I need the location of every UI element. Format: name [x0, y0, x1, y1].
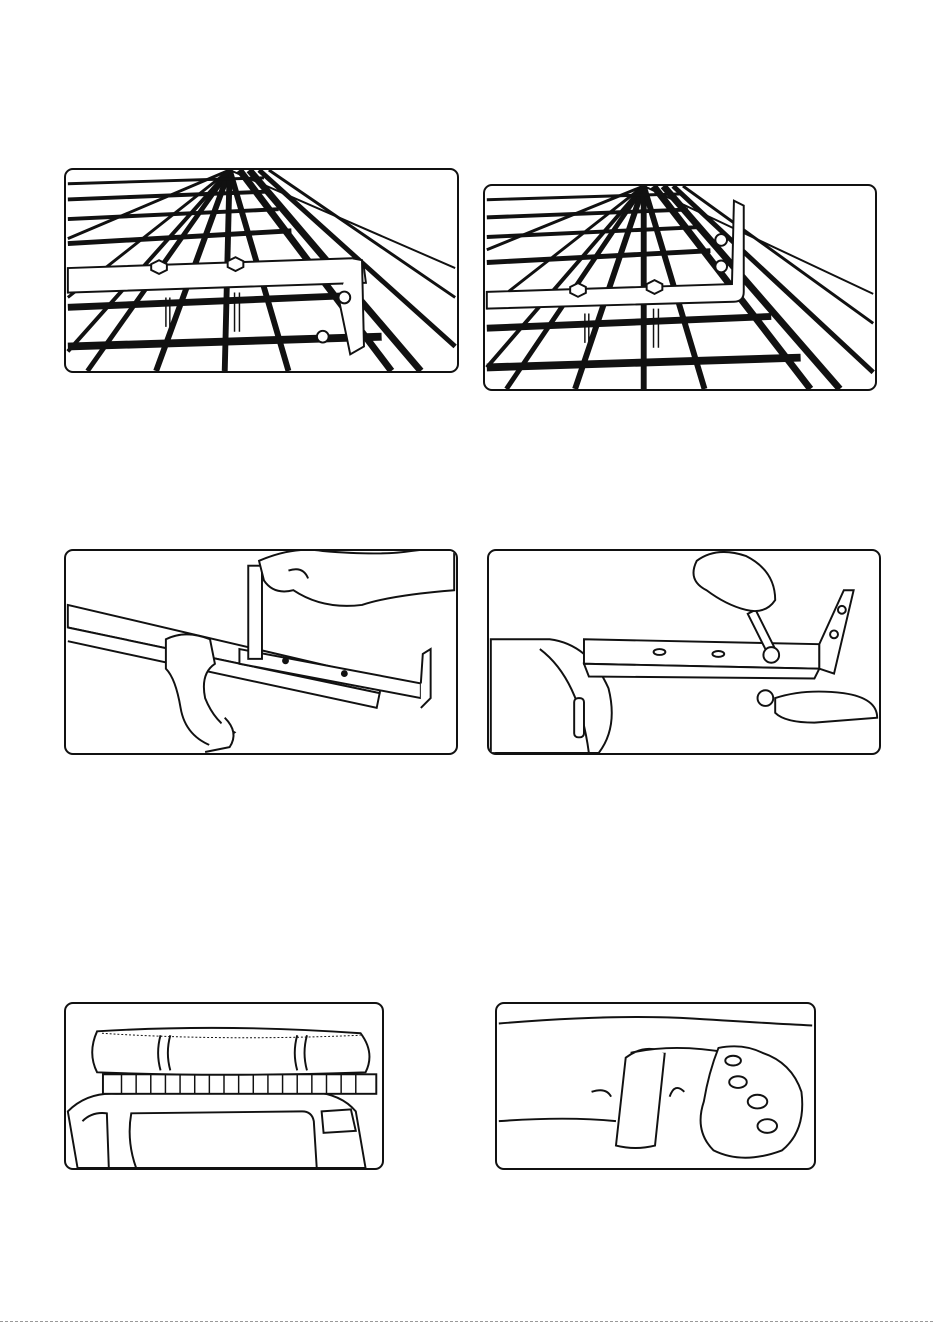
strap-hand-illustration: [497, 1004, 814, 1168]
allen-key-crossbar-illustration: [66, 551, 456, 753]
figure-2-rack-bracket-upright: [483, 184, 877, 391]
figure-6-strap-hand: [495, 1002, 816, 1170]
figure-5-car-roof-bag: [64, 1002, 384, 1170]
car-roof-bag-illustration: [66, 1004, 382, 1168]
figure-3-allen-key-crossbar: [64, 549, 458, 755]
figure-4-spanner-bracket: [487, 549, 881, 755]
rack-grid-bracket-upright-illustration: [485, 186, 875, 389]
rack-grid-bracket-illustration: [66, 170, 457, 371]
figure-1-rack-bracket: [64, 168, 459, 373]
spanner-bracket-illustration: [489, 551, 879, 753]
